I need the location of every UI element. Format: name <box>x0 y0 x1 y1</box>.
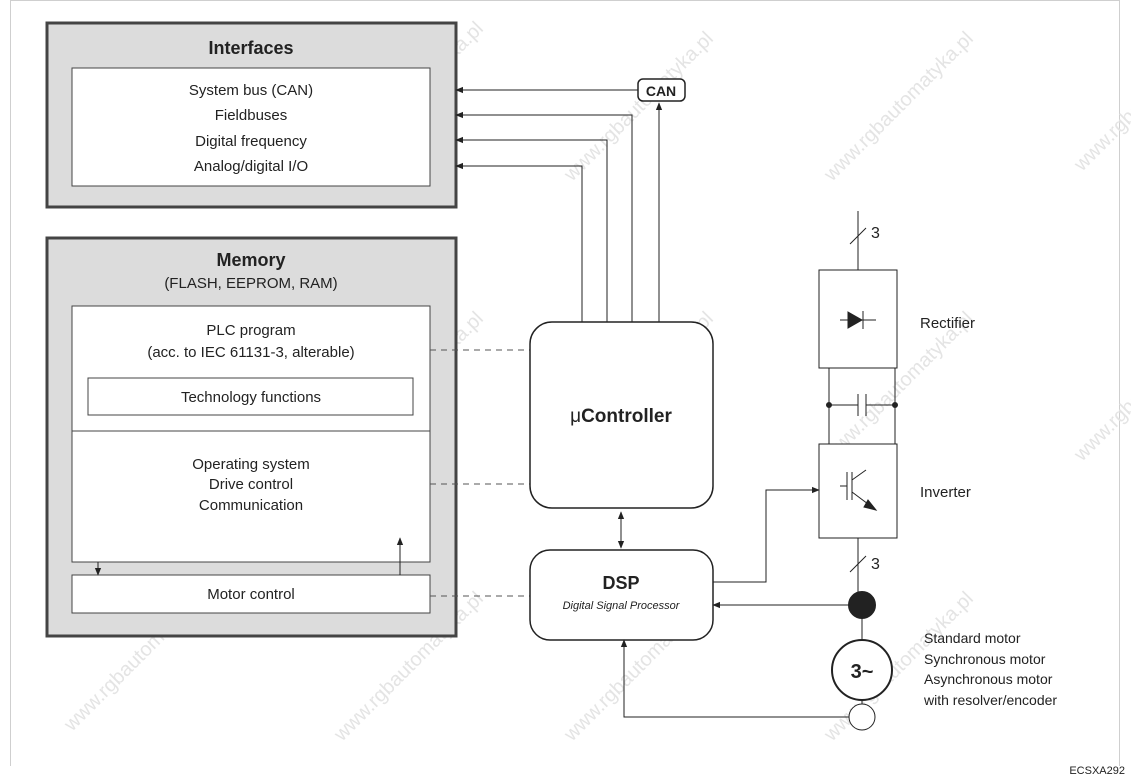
interfaces-title: Interfaces <box>208 38 293 58</box>
controller-label: μController <box>570 406 672 427</box>
plc-program-note: (acc. to IEC 61131-3, alterable) <box>147 344 354 361</box>
rectifier-label: Rectifier <box>920 315 975 332</box>
memory-title: Memory <box>216 250 285 270</box>
dsp-block: DSP Digital Signal Processor <box>529 549 714 641</box>
interface-item: Fieldbuses <box>215 107 288 124</box>
os-line: Operating system <box>192 456 310 473</box>
phase-count-bottom: 3 <box>871 556 880 573</box>
plc-program-label: PLC program <box>206 322 295 339</box>
power-section <box>620 211 898 731</box>
interface-connectors <box>455 86 663 322</box>
os-line: Drive control <box>209 476 293 493</box>
motor-type-line: Asynchronous motor <box>924 671 1053 687</box>
can-label: CAN <box>646 83 676 99</box>
figure-code: ECSXA292 <box>1069 765 1125 777</box>
phase-count-top: 3 <box>871 225 880 242</box>
memory-subtitle: (FLASH, EEPROM, RAM) <box>164 275 337 292</box>
technology-functions-label: Technology functions <box>181 389 321 406</box>
dsp-subtitle: Digital Signal Processor <box>563 600 681 612</box>
interfaces-block: Interfaces System bus (CAN) Fieldbuses D… <box>45 21 458 209</box>
motor-type-line: Standard motor <box>924 630 1021 646</box>
motor-type-line: Synchronous motor <box>924 651 1046 667</box>
inverter-label: Inverter <box>920 484 971 501</box>
dsp-title: DSP <box>602 573 639 593</box>
figure-frame <box>10 0 1120 766</box>
dashed-links <box>430 349 530 597</box>
motor-type-line: with resolver/encoder <box>923 692 1057 708</box>
motor-symbol: 3~ <box>851 661 874 683</box>
interface-item: Digital frequency <box>195 133 307 150</box>
interface-item: System bus (CAN) <box>189 82 313 99</box>
os-line: Communication <box>199 497 303 514</box>
interface-item: Analog/digital I/O <box>194 158 308 175</box>
microcontroller-block: μController <box>529 321 714 509</box>
memory-block: Memory (FLASH, EEPROM, RAM) PLC program … <box>45 236 458 638</box>
can-box: CAN <box>637 78 686 102</box>
motor-control-label: Motor control <box>207 586 295 603</box>
